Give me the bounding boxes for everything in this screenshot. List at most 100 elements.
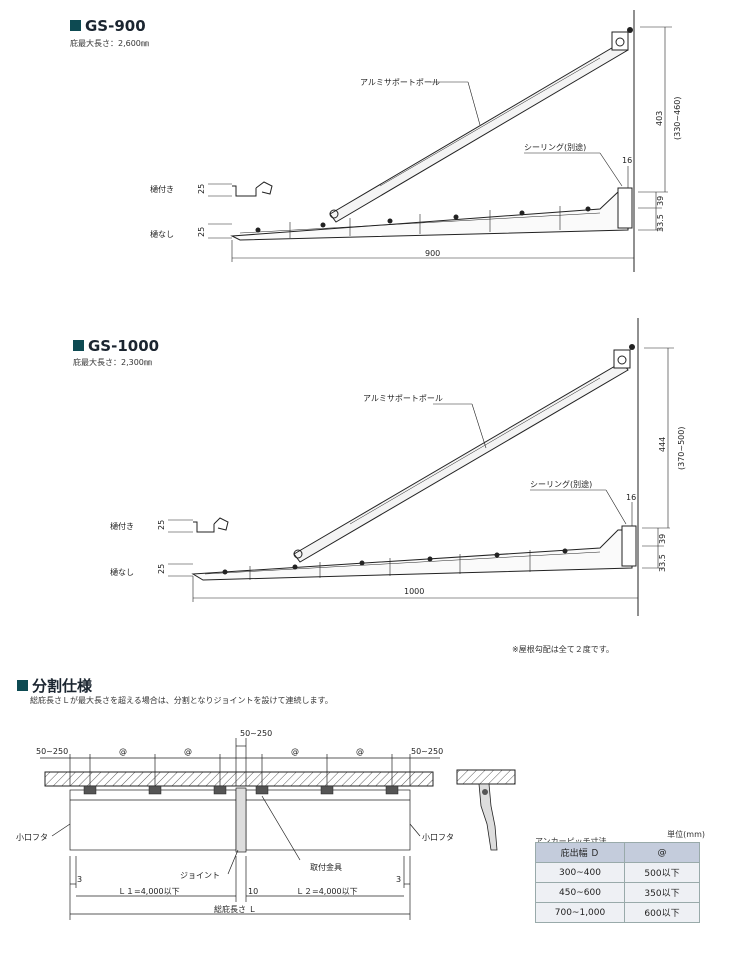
split-pitch-4: @ [356,747,364,756]
gs1000-dim-335: 33.5 [658,554,667,572]
split-joint-piece [235,787,247,853]
split-bracket [213,785,227,795]
gs1000-pole-leader [471,403,487,449]
gs1000-gutter-profile [193,521,215,533]
table-row: 300~400 500以下 [535,862,700,883]
gs900-sealing-label: シーリング(別途) [524,142,586,152]
title-square-marker [70,20,81,31]
gs900-bottom-bolt [329,209,339,219]
gs1000-dim-25b: 25 [157,564,166,574]
split-l2: Ｌ２=4,000以下 [296,887,358,896]
gs900-pole-label: アルミサポートポール [360,78,440,87]
split-bracket [83,785,97,795]
table-row: 700~1,000 600以下 [535,902,700,923]
gs900-diagram: アルミサポートポール シーリング(別途) 16 樋付き 樋なし 900 25 2… [150,10,682,272]
title-square-marker [17,680,28,691]
split-gap-center: 10 [248,887,258,896]
split-bracket [148,785,162,795]
gs1000-pole-label: アルミサポートポール [363,394,443,403]
split-dim-left: 50~250 [36,747,68,756]
gs900-dim-39: 39 [656,196,665,206]
gs900-anchor-mark [320,222,326,228]
split-diagram: 50~250 50~250 50~250 @ @ @ @ 小口フタ 小口フタ ジ… [16,729,454,920]
anchor-cell-pitch: 350以下 [624,882,700,903]
anchor-cell-width: 700~1,000 [535,902,625,923]
gs1000-roof-panel [191,529,633,581]
table-row: 450~600 350以下 [535,882,700,903]
split-total: 総庇長さ Ｌ [214,904,257,914]
split-bracket [320,785,334,795]
gs900-top-bracket [611,31,629,51]
slope-note: ※屋根勾配は全て２度です。 [512,645,614,654]
gs900-anchor-mark [585,206,591,212]
anchor-col-pitch: @ [624,842,700,863]
gs900-gutter-bracket [255,181,273,195]
gs1000-title-text: GS-1000 [88,337,160,355]
gs900-anchor-mark [519,210,525,216]
split-section-view [456,769,516,851]
title-square-marker [73,340,84,351]
gs900-max-length: 庇最大長さ：2,600㎜ [70,39,149,48]
gs900-support-pole [329,41,629,223]
anchor-table-title: アンカーピッチ寸法 [535,837,607,846]
split-bracket [255,785,269,795]
section-panel-profile [478,783,498,851]
gs900-sealing-leader [599,152,623,187]
gs1000-sealing-leader [605,489,627,525]
gs900-gutter-profile [232,185,257,197]
gs1000-bottom-bolt [293,549,303,559]
split-dim-right: 50~250 [411,747,443,756]
gs900-wall-bracket [617,187,633,229]
gs900-dim-335: 33.5 [656,214,665,232]
anchor-cell-pitch: 600以下 [624,902,700,923]
split-description: 総庇長さＬが最大長さを超える場合は、分割となりジョイントを設けて連続します。 [30,696,333,705]
gs900-top-anchor [627,27,633,33]
anchor-table-head-row: 庇出幅 Ｄ @ [535,842,700,863]
gs900-top-bolt [615,37,625,47]
gs1000-anchor-mark [222,569,228,575]
gs1000-dim-39: 39 [658,534,667,544]
gs1000-anchor-mark [562,548,568,554]
split-lid-right: 小口フタ [422,833,454,842]
section-bracket-bolt [482,789,488,795]
split-ceiling [44,771,434,787]
gs1000-top-bracket [613,349,631,369]
gs1000-top-anchor [629,344,635,350]
split-bracket-label: 取付金具 [310,862,342,872]
gs900-dim-25a: 25 [197,184,206,194]
gs900-no-gutter-label: 樋なし [150,229,174,239]
gs1000-title: GS-1000 [73,337,159,355]
gs1000-dim-range: (370~500) [677,427,686,470]
gs900-dim-height: 403 [655,111,664,126]
split-l1: Ｌ１=4,000以下 [118,887,180,896]
split-bracket [385,785,399,795]
gs900-title-text: GS-900 [85,17,146,35]
gs1000-no-gutter-label: 樋なし [110,567,134,577]
gs1000-anchor-mark [427,556,433,562]
anchor-cell-width: 300~400 [535,862,625,883]
anchor-col-width: 庇出幅 Ｄ [535,842,625,863]
split-lid-left: 小口フタ [16,833,48,842]
gs1000-dim-25a: 25 [157,520,166,530]
gs900-dim-25b: 25 [197,227,206,237]
gs1000-top-bolt [617,355,627,365]
split-title: 分割仕様 [17,675,92,696]
split-gap-right: 3 [396,875,401,884]
split-panel-right [245,789,411,851]
split-title-text: 分割仕様 [32,677,93,695]
split-pitch-1: @ [119,747,127,756]
split-dim-center: 50~250 [240,729,272,738]
gs1000-anchor-mark [494,552,500,558]
gs1000-dim-16: 16 [626,493,636,502]
anchor-table-header: アンカーピッチ寸法 単位(mm) [535,829,705,848]
split-gap-left: 3 [77,875,82,884]
split-joint-label: ジョイント [180,871,220,880]
gs900-pole-leader [467,81,481,126]
gs1000-gutter-bracket [213,517,229,531]
split-pitch-2: @ [184,747,192,756]
anchor-pitch-table: 庇出幅 Ｄ @ 300~400 500以下 450~600 350以下 700~… [535,842,700,923]
gs900-dim-width: 900 [425,249,440,258]
gs1000-wall-bracket [621,525,637,567]
anchor-table-unit: 単位(mm) [667,830,705,839]
gs900-dim-range: (330~460) [673,97,682,140]
